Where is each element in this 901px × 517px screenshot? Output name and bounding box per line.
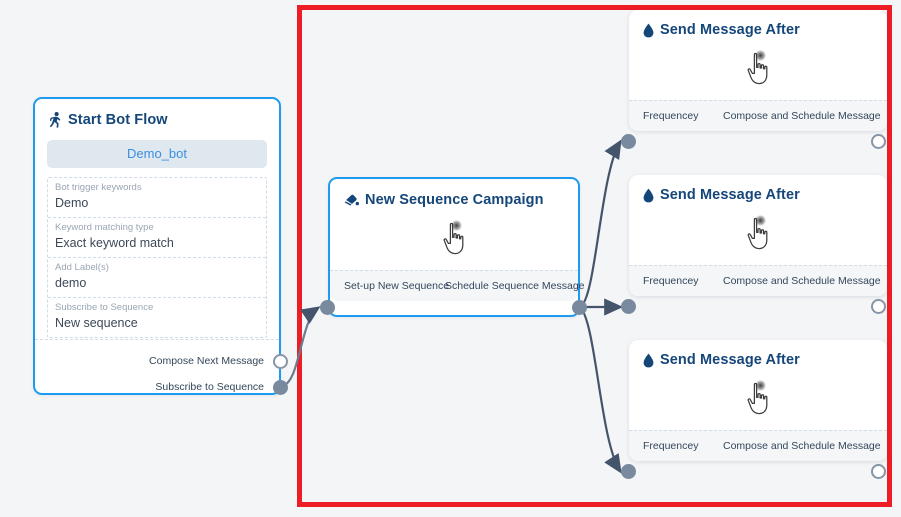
pointing-hand-cursor-icon <box>736 377 780 421</box>
node-start-bot-flow[interactable]: Start Bot Flow Demo_bot Bot trigger keyw… <box>33 97 281 395</box>
port-compose-and-schedule-message-1[interactable] <box>871 134 886 149</box>
cursor-blur-dot <box>755 215 766 226</box>
port-frequencey-2[interactable] <box>621 299 636 314</box>
paint-pour-icon <box>344 193 359 208</box>
card-input-label-2: Frequencey <box>643 275 699 287</box>
start-output-compose-next-message[interactable]: Compose Next Message <box>149 355 264 367</box>
start-node-footer-divider <box>35 339 279 340</box>
start-output-label: Subscribe to Sequence <box>155 381 264 393</box>
card-footer-1: Frequencey Compose and Schedule Message <box>629 100 887 131</box>
card-output-label-2: Compose and Schedule Message <box>723 275 881 287</box>
card-body-3[interactable] <box>629 368 887 430</box>
field-add-labels[interactable]: Add Label(s) demo <box>48 258 266 298</box>
card-body-1[interactable] <box>629 38 887 100</box>
edge-sequence-to-card-3 <box>579 306 622 474</box>
node-send-message-after-2[interactable]: Send Message After Frequencey Compose an… <box>629 175 887 296</box>
start-node-fields: Bot trigger keywords Demo Keyword matchi… <box>47 177 267 338</box>
port-frequencey-3[interactable] <box>621 464 636 479</box>
sequence-node-title-row: New Sequence Campaign <box>344 192 564 208</box>
field-keyword-matching-type[interactable]: Keyword matching type Exact keyword matc… <box>48 218 266 258</box>
card-input-label-1: Frequencey <box>643 110 699 122</box>
running-person-icon <box>49 112 62 128</box>
pointing-hand-cursor-icon <box>432 217 476 261</box>
sequence-node-footer: Set-up New Sequence Schedule Sequence Me… <box>330 270 585 301</box>
sequence-node-header: New Sequence Campaign <box>330 179 578 208</box>
cursor-blur-dot <box>755 380 766 391</box>
sequence-node-title: New Sequence Campaign <box>365 192 544 208</box>
card-title-row-1: Send Message After <box>643 22 873 38</box>
port-schedule-sequence-message[interactable] <box>572 300 587 315</box>
sequence-node-body[interactable] <box>330 208 578 270</box>
node-send-message-after-1[interactable]: Send Message After Frequencey Compose an… <box>629 10 887 131</box>
field-label: Keyword matching type <box>55 222 154 233</box>
start-node-header: Start Bot Flow <box>35 99 279 128</box>
node-new-sequence-campaign[interactable]: New Sequence Campaign Set-up New Sequenc… <box>328 177 585 317</box>
port-subscribe-to-sequence[interactable] <box>273 380 288 395</box>
card-footer-2: Frequencey Compose and Schedule Message <box>629 265 887 296</box>
port-compose-next-message[interactable] <box>273 354 288 369</box>
field-value: Exact keyword match <box>55 236 174 250</box>
card-header-2: Send Message After <box>629 175 887 203</box>
bot-name-pill[interactable]: Demo_bot <box>47 140 267 168</box>
port-frequencey-1[interactable] <box>621 134 636 149</box>
cursor-blur-dot <box>451 220 462 231</box>
card-title-3: Send Message After <box>660 352 800 368</box>
card-title-row-3: Send Message After <box>643 352 873 368</box>
pointing-hand-cursor-icon <box>736 212 780 256</box>
water-drop-icon <box>643 353 654 368</box>
start-node-title-row: Start Bot Flow <box>49 112 265 128</box>
card-body-2[interactable] <box>629 203 887 265</box>
field-label: Subscribe to Sequence <box>55 302 154 313</box>
port-compose-and-schedule-message-3[interactable] <box>871 464 886 479</box>
edge-start-to-sequence <box>280 306 321 388</box>
card-header-1: Send Message After <box>629 10 887 38</box>
start-output-subscribe-to-sequence[interactable]: Subscribe to Sequence <box>155 381 264 393</box>
field-value: New sequence <box>55 316 138 330</box>
field-bot-trigger-keywords[interactable]: Bot trigger keywords Demo <box>48 178 266 218</box>
card-output-label-1: Compose and Schedule Message <box>723 110 881 122</box>
card-footer-3: Frequencey Compose and Schedule Message <box>629 430 887 461</box>
card-title-2: Send Message After <box>660 187 800 203</box>
field-subscribe-to-sequence[interactable]: Subscribe to Sequence New sequence <box>48 298 266 337</box>
card-header-3: Send Message After <box>629 340 887 368</box>
sequence-output-label: Schedule Sequence Message <box>445 280 585 292</box>
sequence-input-label: Set-up New Sequence <box>344 280 450 292</box>
start-node-title: Start Bot Flow <box>68 112 168 128</box>
pointing-hand-cursor-icon <box>736 47 780 91</box>
port-compose-and-schedule-message-2[interactable] <box>871 299 886 314</box>
field-value: Demo <box>55 196 89 210</box>
field-label: Bot trigger keywords <box>55 182 142 193</box>
field-label: Add Label(s) <box>55 262 109 273</box>
node-send-message-after-3[interactable]: Send Message After Frequencey Compose an… <box>629 340 887 461</box>
card-title-1: Send Message After <box>660 22 800 38</box>
field-value: demo <box>55 276 87 290</box>
edge-sequence-to-card-1 <box>579 139 622 309</box>
card-output-label-3: Compose and Schedule Message <box>723 440 881 452</box>
cursor-blur-dot <box>755 50 766 61</box>
water-drop-icon <box>643 23 654 38</box>
port-setup-new-sequence[interactable] <box>320 300 335 315</box>
card-title-row-2: Send Message After <box>643 187 873 203</box>
water-drop-icon <box>643 188 654 203</box>
start-output-label: Compose Next Message <box>149 355 264 367</box>
card-input-label-3: Frequencey <box>643 440 699 452</box>
